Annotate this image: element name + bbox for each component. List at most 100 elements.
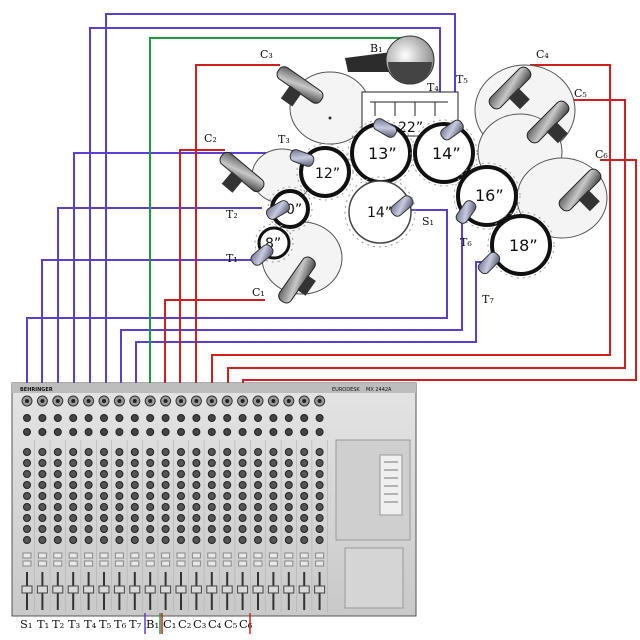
knob[interactable] [115, 459, 124, 467]
knob[interactable] [146, 536, 155, 544]
knob[interactable] [269, 448, 278, 456]
fader[interactable] [267, 585, 279, 594]
knob[interactable] [130, 525, 139, 533]
knob[interactable] [207, 514, 216, 522]
knob[interactable] [223, 503, 232, 511]
fader[interactable] [144, 585, 156, 594]
knob[interactable] [300, 481, 309, 489]
knob[interactable] [161, 514, 170, 522]
fader[interactable] [67, 585, 79, 594]
knob[interactable] [146, 503, 155, 511]
knob[interactable] [269, 536, 278, 544]
knob[interactable] [115, 492, 124, 500]
knob[interactable] [300, 459, 309, 467]
knob[interactable] [115, 503, 124, 511]
fader[interactable] [98, 585, 110, 594]
knob[interactable] [192, 459, 201, 467]
knob[interactable] [284, 492, 293, 500]
knob[interactable] [130, 536, 139, 544]
knob[interactable] [269, 503, 278, 511]
knob[interactable] [38, 481, 47, 489]
knob[interactable] [69, 459, 78, 467]
knob[interactable] [300, 525, 309, 533]
knob[interactable] [84, 492, 93, 500]
knob[interactable] [315, 503, 324, 511]
knob[interactable] [100, 514, 108, 522]
fader[interactable] [113, 585, 125, 594]
fader[interactable] [175, 585, 187, 594]
knob[interactable] [300, 492, 309, 500]
knob[interactable] [146, 514, 155, 522]
knob[interactable] [146, 481, 155, 489]
knob[interactable] [207, 525, 216, 533]
knob[interactable] [146, 459, 155, 467]
knob[interactable] [115, 481, 124, 489]
knob[interactable] [69, 503, 78, 511]
knob[interactable] [177, 503, 185, 511]
knob[interactable] [300, 470, 309, 478]
knob[interactable] [238, 536, 247, 544]
fader[interactable] [160, 585, 172, 594]
knob[interactable] [284, 481, 293, 489]
knob[interactable] [238, 514, 247, 522]
knob[interactable] [84, 503, 93, 511]
knob[interactable] [192, 525, 201, 533]
knob[interactable] [269, 459, 278, 467]
knob[interactable] [177, 459, 185, 467]
knob[interactable] [207, 492, 216, 500]
knob[interactable] [38, 459, 47, 467]
knob[interactable] [23, 525, 31, 533]
knob[interactable] [284, 503, 293, 511]
knob[interactable] [315, 448, 324, 456]
knob[interactable] [130, 470, 139, 478]
knob[interactable] [84, 448, 93, 456]
knob[interactable] [38, 503, 47, 511]
knob[interactable] [161, 459, 170, 467]
knob[interactable] [23, 481, 31, 489]
knob[interactable] [300, 536, 309, 544]
fader[interactable] [206, 585, 218, 594]
knob[interactable] [84, 525, 93, 533]
knob[interactable] [223, 525, 232, 533]
knob[interactable] [100, 525, 108, 533]
knob[interactable] [269, 470, 278, 478]
knob[interactable] [53, 481, 62, 489]
knob[interactable] [284, 470, 293, 478]
fader[interactable] [52, 585, 64, 594]
knob[interactable] [269, 514, 278, 522]
knob[interactable] [146, 525, 155, 533]
knob[interactable] [300, 448, 309, 456]
knob[interactable] [100, 492, 108, 500]
fader[interactable] [252, 585, 264, 594]
knob[interactable] [53, 536, 62, 544]
knob[interactable] [161, 470, 170, 478]
fader[interactable] [298, 585, 310, 594]
knob[interactable] [223, 481, 232, 489]
knob[interactable] [100, 536, 108, 544]
knob[interactable] [254, 525, 262, 533]
knob[interactable] [115, 514, 124, 522]
knob[interactable] [238, 503, 247, 511]
knob[interactable] [84, 536, 93, 544]
knob[interactable] [100, 459, 108, 467]
knob[interactable] [100, 481, 108, 489]
knob[interactable] [223, 448, 232, 456]
knob[interactable] [100, 470, 108, 478]
fader[interactable] [283, 585, 295, 594]
knob[interactable] [254, 503, 262, 511]
knob[interactable] [53, 514, 62, 522]
knob[interactable] [146, 470, 155, 478]
knob[interactable] [238, 525, 247, 533]
knob[interactable] [223, 536, 232, 544]
fader[interactable] [237, 585, 249, 594]
knob[interactable] [84, 481, 93, 489]
fader[interactable] [83, 585, 95, 594]
knob[interactable] [130, 481, 139, 489]
knob[interactable] [53, 503, 62, 511]
knob[interactable] [69, 492, 78, 500]
knob[interactable] [254, 481, 262, 489]
knob[interactable] [23, 503, 31, 511]
knob[interactable] [38, 470, 47, 478]
knob[interactable] [130, 514, 139, 522]
knob[interactable] [300, 514, 309, 522]
